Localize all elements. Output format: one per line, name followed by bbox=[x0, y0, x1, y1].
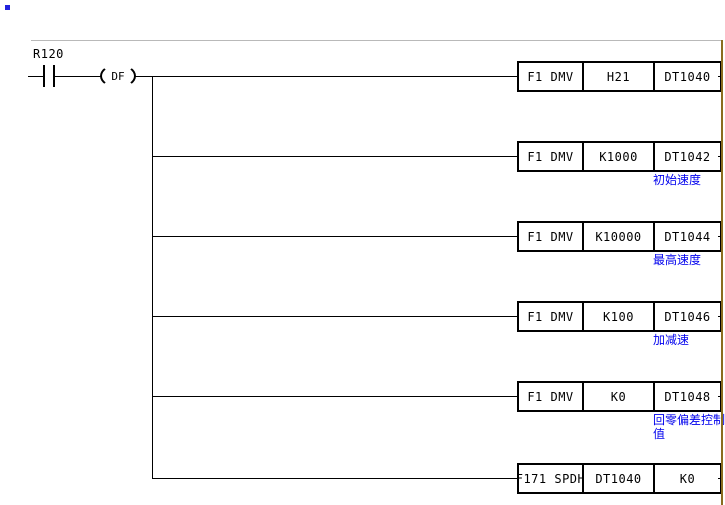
branch-wire-3 bbox=[152, 236, 518, 237]
instruction-box-2[interactable]: F1 DMV K1000 DT1042 bbox=[517, 141, 722, 172]
coil-label-df: DF bbox=[111, 70, 125, 83]
instruction-operand-2: DT1042 bbox=[653, 143, 720, 170]
instruction-box-1[interactable]: F1 DMV H21 DT1040 bbox=[517, 61, 722, 92]
instruction-operand-1: DT1040 bbox=[582, 465, 653, 492]
instruction-operand-2: K0 bbox=[653, 465, 720, 492]
instruction-operand-1: H21 bbox=[582, 63, 653, 90]
wire-box3-to-rail bbox=[718, 236, 723, 237]
instruction-box-6[interactable]: F171 SPDH DT1040 K0 bbox=[517, 463, 722, 494]
rung-separator bbox=[31, 40, 721, 41]
instruction-mnemonic: F171 SPDH bbox=[519, 471, 582, 486]
wire-box4-to-rail bbox=[718, 316, 723, 317]
instruction-mnemonic: F1 DMV bbox=[527, 229, 574, 244]
contact-label-r120: R120 bbox=[33, 47, 64, 61]
contact-bar-left[interactable] bbox=[43, 65, 45, 87]
instruction-mnemonic: F1 DMV bbox=[527, 69, 574, 84]
instruction-operand-1: K1000 bbox=[582, 143, 653, 170]
wire-left-in bbox=[28, 76, 44, 77]
instruction-mnemonic: F1 DMV bbox=[527, 309, 574, 324]
branch-wire-2 bbox=[152, 156, 518, 157]
branch-wire-1 bbox=[152, 76, 518, 77]
instruction-mnemonic: F1 DMV bbox=[527, 389, 574, 404]
branch-wire-6 bbox=[152, 478, 518, 479]
instruction-comment-3: 最高速度 bbox=[653, 253, 702, 267]
instruction-operand-2: DT1046 bbox=[653, 303, 720, 330]
branch-wire-5 bbox=[152, 396, 518, 397]
branch-wire-4 bbox=[152, 316, 518, 317]
wire-coil-to-trunk bbox=[135, 76, 153, 77]
instruction-box-3[interactable]: F1 DMV K10000 DT1044 bbox=[517, 221, 722, 252]
wire-box5-to-rail bbox=[718, 396, 723, 397]
instruction-comment-4: 加减速 bbox=[653, 333, 690, 347]
wire-box1-to-rail bbox=[718, 76, 723, 77]
wire-box6-to-rail bbox=[718, 478, 723, 479]
wire-box2-to-rail bbox=[718, 156, 723, 157]
instruction-operand-2: DT1040 bbox=[653, 63, 720, 90]
instruction-operand-1: K10000 bbox=[582, 223, 653, 250]
branch-trunk-vertical bbox=[152, 76, 153, 479]
instruction-box-4[interactable]: F1 DMV K100 DT1046 bbox=[517, 301, 722, 332]
instruction-operand-2: DT1044 bbox=[653, 223, 720, 250]
instruction-operand-1: K0 bbox=[582, 383, 653, 410]
instruction-comment-5: 回零偏差控制值 bbox=[653, 413, 725, 441]
instruction-box-5[interactable]: F1 DMV K0 DT1048 bbox=[517, 381, 722, 412]
instruction-operand-1: K100 bbox=[582, 303, 653, 330]
instruction-mnemonic: F1 DMV bbox=[527, 149, 574, 164]
selection-marker[interactable] bbox=[5, 5, 10, 10]
instruction-comment-2: 初始速度 bbox=[653, 173, 702, 187]
wire-contact-to-coil bbox=[55, 76, 101, 77]
contact-bar-right[interactable] bbox=[53, 65, 55, 87]
instruction-operand-2: DT1048 bbox=[653, 383, 720, 410]
right-power-rail bbox=[721, 40, 723, 505]
